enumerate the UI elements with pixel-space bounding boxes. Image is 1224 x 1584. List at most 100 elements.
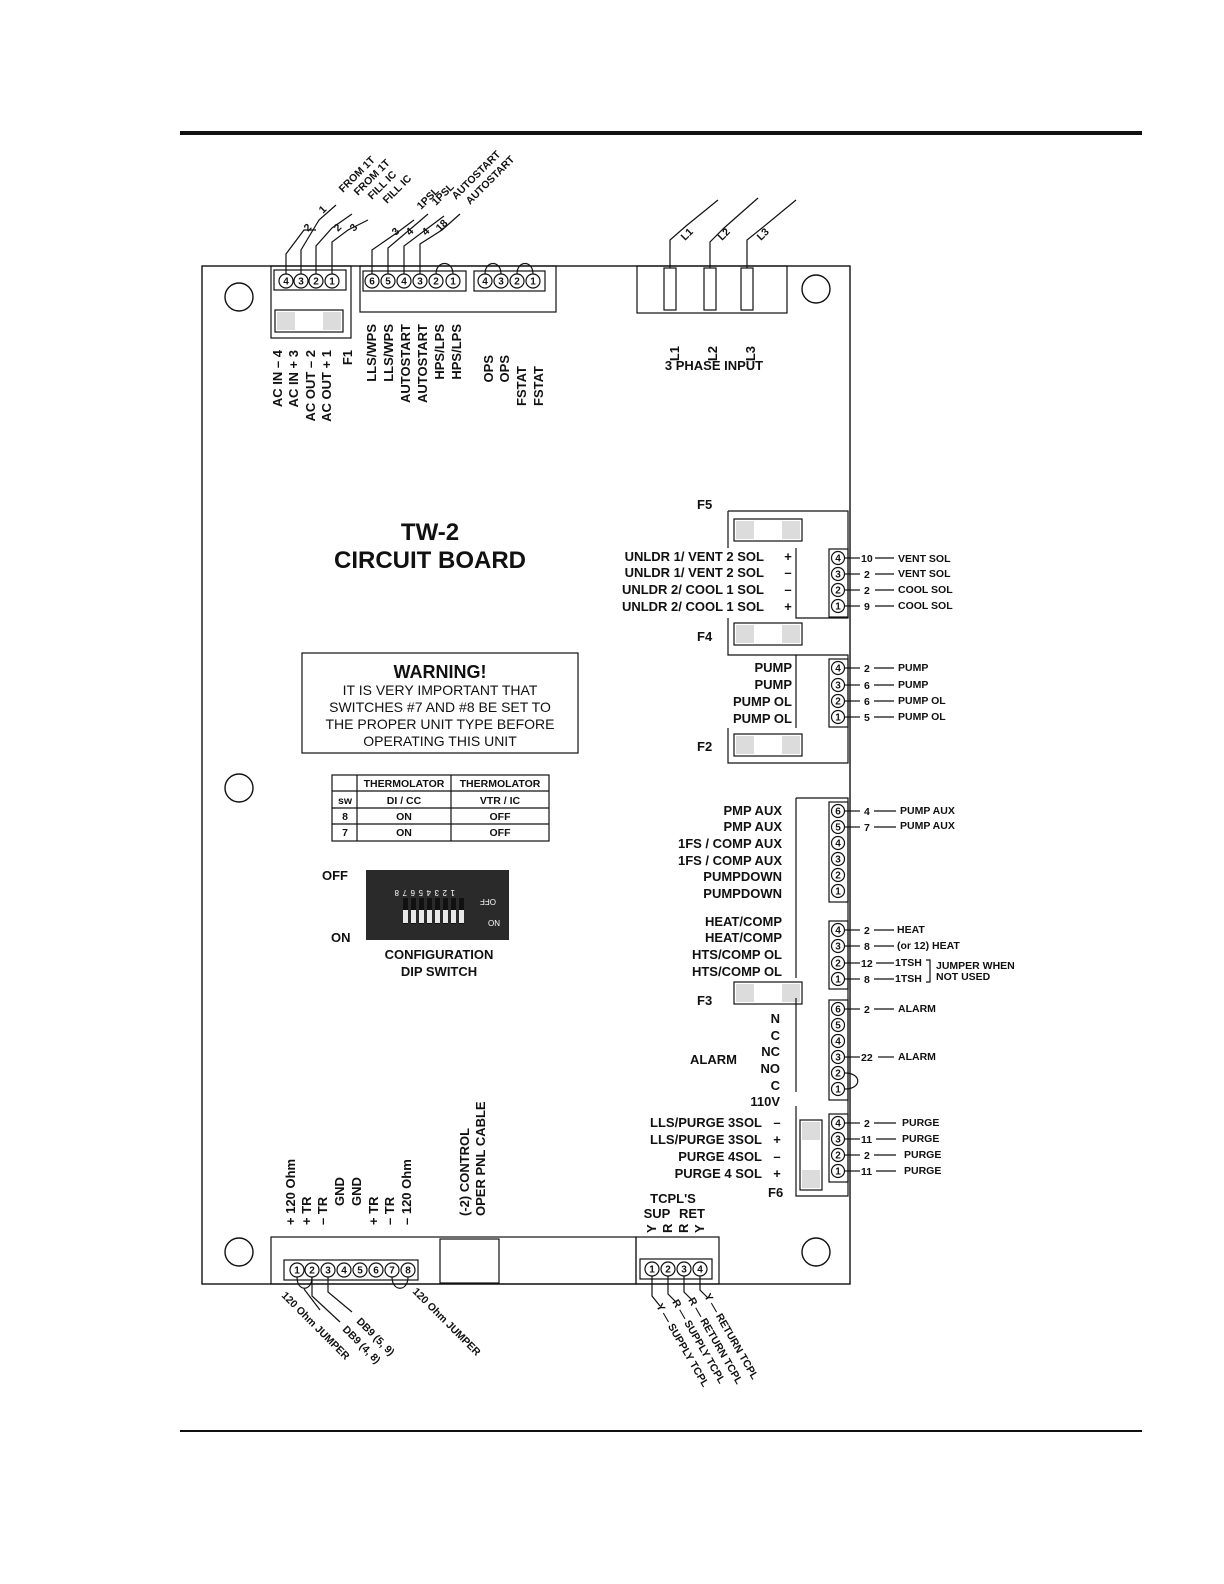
svg-text:1: 1 [450, 277, 456, 288]
svg-text:CONFIGURATION: CONFIGURATION [385, 947, 494, 962]
svg-text:6: 6 [835, 807, 841, 818]
heat-connector: HEAT/COMP HEAT/COMP HTS/COMP OL HTS/COMP… [692, 914, 1015, 990]
svg-text:HEAT/COMP: HEAT/COMP [705, 914, 782, 929]
svg-text:F6: F6 [768, 1185, 783, 1200]
dip-switch-lever [451, 910, 456, 923]
tcpl-connector: 1 2 3 4 TCPL'S SUP RET Y R R Y Y — SUPPL… [635, 1191, 761, 1390]
svg-text:LLS/WPS: LLS/WPS [364, 324, 379, 382]
svg-text:UNLDR 1/ VENT 2 SOL: UNLDR 1/ VENT 2 SOL [625, 565, 764, 580]
svg-text:1: 1 [649, 1265, 655, 1276]
svg-text:IT IS VERY IMPORTANT THAT: IT IS VERY IMPORTANT THAT [343, 682, 538, 698]
svg-text:2: 2 [302, 221, 315, 234]
svg-text:3: 3 [681, 1265, 687, 1276]
svg-text:PMP AUX: PMP AUX [723, 819, 782, 834]
dip-switch-lever [427, 910, 432, 923]
svg-text:SUP: SUP [644, 1206, 671, 1221]
svg-text:4: 4 [697, 1265, 703, 1276]
svg-text:ON: ON [488, 919, 500, 928]
svg-text:PUMP OL: PUMP OL [733, 694, 792, 709]
svg-text:NO: NO [761, 1061, 781, 1076]
svg-text:1: 1 [835, 713, 841, 724]
svg-text:7: 7 [402, 888, 407, 897]
svg-text:DI / CC: DI / CC [387, 795, 422, 807]
svg-text:ON: ON [331, 930, 351, 945]
svg-text:PURGE: PURGE [902, 1133, 939, 1145]
svg-text:4: 4 [283, 277, 289, 288]
svg-text:4: 4 [404, 225, 417, 238]
bottom-rule [180, 1430, 1142, 1432]
svg-text:22: 22 [861, 1052, 873, 1064]
svg-text:2: 2 [665, 1265, 671, 1276]
svg-text:8: 8 [864, 974, 870, 986]
svg-text:PURGE 4 SOL: PURGE 4 SOL [675, 1166, 762, 1181]
svg-text:3: 3 [835, 1053, 841, 1064]
svg-text:PUMP: PUMP [898, 662, 928, 674]
svg-text:1: 1 [835, 602, 841, 613]
svg-text:6: 6 [864, 696, 870, 708]
warning-box: WARNING! IT IS VERY IMPORTANT THAT SWITC… [301, 652, 579, 754]
svg-text:AUTOSTART: AUTOSTART [415, 324, 430, 403]
svg-text:GND: GND [349, 1177, 364, 1206]
svg-text:COOL SOL: COOL SOL [898, 600, 953, 612]
svg-text:PUMP AUX: PUMP AUX [900, 820, 955, 832]
svg-text:3: 3 [835, 855, 841, 866]
svg-text:1: 1 [835, 1167, 841, 1178]
svg-text:OFF: OFF [490, 811, 512, 823]
svg-text:2: 2 [835, 959, 841, 970]
svg-text:– 120 Ohm: – 120 Ohm [399, 1159, 414, 1225]
svg-text:3: 3 [835, 942, 841, 953]
svg-text:AC IN + 3: AC IN + 3 [286, 350, 301, 407]
svg-text:3: 3 [835, 1135, 841, 1146]
svg-text:3 PHASE INPUT: 3 PHASE INPUT [665, 358, 763, 373]
board-title-line2: CIRCUIT BOARD [334, 547, 526, 574]
svg-text:–: – [784, 582, 791, 597]
svg-text:Y: Y [644, 1224, 659, 1233]
top-left-connector: 4 3 2 1 2 1 2 3 FROM 1T FROM 1T FILL IC … [270, 154, 414, 422]
svg-text:F5: F5 [697, 497, 712, 512]
svg-text:3: 3 [434, 888, 439, 897]
svg-text:PMP AUX: PMP AUX [723, 803, 782, 818]
svg-text:FSTAT: FSTAT [514, 366, 529, 406]
svg-text:8: 8 [405, 1266, 411, 1277]
svg-text:PUMP: PUMP [898, 679, 928, 691]
svg-text:–: – [784, 565, 791, 580]
svg-text:NC: NC [761, 1044, 780, 1059]
svg-text:+ TR: + TR [366, 1196, 381, 1225]
svg-text:L3: L3 [755, 226, 772, 243]
svg-text:THERMOLATOR: THERMOLATOR [364, 778, 445, 790]
fuse-f5: F5 [697, 497, 803, 542]
svg-text:PUMP OL: PUMP OL [898, 711, 946, 723]
svg-text:2: 2 [864, 663, 870, 675]
svg-text:–: – [773, 1149, 780, 1164]
svg-text:UNLDR 2/ COOL 1 SOL: UNLDR 2/ COOL 1 SOL [622, 599, 764, 614]
svg-text:7: 7 [864, 822, 870, 834]
svg-text:2: 2 [835, 1151, 841, 1162]
svg-text:L3: L3 [743, 346, 758, 361]
fuse-f2: F2 [697, 733, 803, 757]
dip-switch-lever [419, 910, 424, 923]
svg-text:AC OUT + 1: AC OUT + 1 [319, 350, 334, 422]
svg-text:Y: Y [692, 1224, 707, 1233]
svg-text:F3: F3 [697, 993, 712, 1008]
dip-switch-lever [459, 910, 464, 923]
pump-connector: PUMP PUMP PUMP OL PUMP OL 4 3 2 1 2 6 6 … [733, 658, 946, 728]
svg-text:5: 5 [864, 712, 870, 724]
svg-text:RET: RET [679, 1206, 705, 1221]
svg-text:C: C [771, 1078, 781, 1093]
svg-text:PUMP: PUMP [754, 677, 792, 692]
svg-text:OFF: OFF [480, 897, 496, 906]
fuse-f6: F6 [768, 1119, 823, 1200]
svg-text:7: 7 [389, 1266, 395, 1277]
svg-text:4: 4 [835, 839, 841, 850]
svg-text:(or 12) HEAT: (or 12) HEAT [897, 940, 960, 952]
svg-text:AC IN – 4: AC IN – 4 [270, 349, 285, 407]
svg-text:DIP SWITCH: DIP SWITCH [401, 964, 477, 979]
svg-text:L1: L1 [679, 226, 696, 243]
svg-text:LLS/WPS: LLS/WPS [381, 324, 396, 382]
mounting-hole [224, 282, 254, 312]
svg-text:4: 4 [835, 1037, 841, 1048]
svg-text:SWITCHES #7 AND #8 BE SET TO: SWITCHES #7 AND #8 BE SET TO [329, 699, 551, 715]
svg-text:PURGE: PURGE [904, 1149, 941, 1161]
svg-text:TCPL'S: TCPL'S [650, 1191, 696, 1206]
